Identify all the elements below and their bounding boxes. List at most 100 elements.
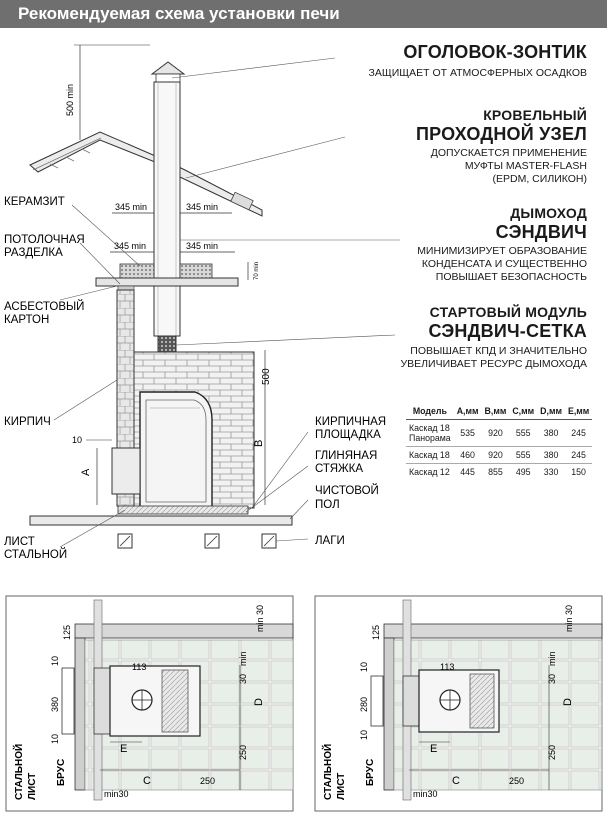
plan-left-sheet-1: СТАЛЬНОЙ	[12, 744, 25, 800]
dimension-lines	[74, 44, 266, 505]
plan-left-top-dim: 125	[62, 625, 72, 640]
value-cell: 920	[481, 446, 510, 464]
plan-left-side-10a: 10	[50, 656, 60, 666]
col-d: D,мм	[537, 403, 565, 420]
plan-right-dim-d: D	[562, 698, 574, 706]
roof-left-slope	[29, 131, 161, 173]
section-caption-chimney-3: ПОВЫШАЕТ БЕЗОПАСНОСТЬ	[435, 271, 587, 283]
stove-body	[111, 391, 213, 511]
section-title-roof-2: ПРОХОДНОЙ УЗЕЛ	[416, 124, 587, 144]
value-cell: 330	[543, 467, 559, 477]
section-title-start-1: СТАРТОВЫЙ МОДУЛЬ	[429, 304, 587, 320]
value-cell: 445	[460, 467, 475, 477]
dim-b: B	[253, 440, 265, 447]
label-steel-1: ЛИСТ	[4, 536, 35, 548]
spec-table: Модель A,мм B,мм C,мм D,мм E,мм Каскад 1…	[406, 403, 593, 481]
plan-left-top-right-dim: min 30	[255, 605, 265, 632]
dim-10: 10	[72, 435, 82, 445]
section-caption-start-2: УВЕЛИЧИВАЕТ РЕСУРС ДЫМОХОДА	[400, 358, 587, 370]
table-row: Каскад 18 460 920 555 380 245	[406, 446, 593, 464]
ceiling-pass	[95, 263, 239, 291]
plan-left-bottom-min: min30	[104, 789, 129, 799]
plan-left-side-380: 380	[50, 697, 60, 712]
plan-right-dim-250b: 250	[509, 776, 524, 786]
section-title-roof-1: КРОВЕЛЬНЫЙ	[483, 107, 587, 123]
chimney-cap-umbrella	[150, 57, 336, 83]
col-model: Модель	[406, 403, 454, 420]
label-keramzit: КЕРАМЗИТ	[4, 196, 65, 208]
plan-right-sheet-2: ЛИСТ	[336, 773, 347, 800]
section-title-chimney-1: ДЫМОХОД	[510, 205, 587, 221]
value-cell: 380	[537, 419, 565, 447]
spec-header-row: Модель A,мм B,мм C,мм D,мм E,мм	[406, 403, 593, 420]
label-platform-1: КИРПИЧНАЯ	[315, 416, 386, 428]
dim-ceiling-clear-right: 345 min	[186, 241, 218, 251]
label-ceiling-2: РАЗДЕЛКА	[4, 247, 63, 259]
dim-roof-height: 500 min	[65, 84, 75, 116]
label-brick: КИРПИЧ	[4, 416, 51, 428]
model-cell: Каскад 12	[409, 467, 450, 477]
plan-right-side-280: 280	[359, 697, 369, 712]
section-caption-chimney-1: МИНИМИЗИРУЕТ ОБРАЗОВАНИЕ	[417, 245, 587, 257]
plan-right-sheet-1: СТАЛЬНОЙ	[321, 744, 334, 800]
label-asbestos-1: АСБЕСТОВЫЙ	[4, 300, 84, 313]
value-cell: 920	[481, 419, 510, 447]
section-caption-cap: ЗАЩИЩАЕТ ОТ АТМОСФЕРНЫХ ОСАДКОВ	[368, 67, 587, 79]
col-a: A,мм	[453, 403, 482, 420]
plan-right-right-30: 30	[547, 674, 557, 684]
plan-right-dim-e: E	[430, 743, 437, 755]
dim-roof-clear-right: 345 min	[186, 202, 218, 212]
plan-right-hole-dim: 113	[440, 662, 454, 672]
plan-right-top-dim: 125	[371, 625, 381, 640]
col-b: B,мм	[481, 403, 510, 420]
value-cell: 245	[564, 419, 593, 447]
dim-ceiling-clear-left: 345 min	[114, 241, 146, 251]
plan-left-right-30: 30	[238, 674, 248, 684]
dim-a: A	[80, 468, 92, 476]
plan-left-dim-e: E	[120, 743, 127, 755]
label-platform-2: ПЛОЩАДКА	[315, 429, 381, 441]
table-row: Каскад 12 445 855 495 330 150	[406, 464, 592, 481]
plan-right-dim-c: C	[452, 775, 460, 787]
value-cell: 150	[571, 467, 586, 477]
label-asbestos-2: КАРТОН	[4, 314, 49, 326]
plan-left-dim-250r: 250	[238, 745, 248, 760]
section-caption-roof-1: ДОПУСКАЕТСЯ ПРИМЕНЕНИЕ	[430, 147, 587, 159]
label-joists: ЛАГИ	[315, 535, 345, 547]
model-line: Каскад 18	[409, 423, 450, 433]
section-caption-start-1: ПОВЫШАЕТ КПД И ЗНАЧИТЕЛЬНО	[410, 345, 587, 357]
label-clay-2: СТЯЖКА	[315, 463, 363, 475]
value-cell: 495	[515, 467, 531, 477]
value-cell: 460	[453, 446, 482, 464]
plan-right-right-min: min	[547, 651, 557, 666]
value-cell: 555	[509, 446, 538, 464]
col-e: E,мм	[564, 403, 593, 420]
value-cell: 380	[537, 446, 565, 464]
label-floor-2: ПОЛ	[315, 499, 340, 511]
plan-left-dim-c: C	[143, 775, 151, 787]
plan-left-beam: БРУС	[56, 759, 67, 786]
page-title: Рекомендуемая схема установки печи	[18, 4, 340, 23]
plan-left-hole-dim: 113	[132, 662, 146, 672]
section-caption-roof-2: МУФТЫ MASTER-FLASH	[464, 160, 587, 172]
plan-right-side-10a: 10	[359, 662, 369, 672]
value-cell: 535	[453, 419, 482, 447]
floor-layers	[29, 505, 293, 549]
value-cell: 555	[509, 419, 538, 447]
plan-right-dim-250r: 250	[547, 745, 557, 760]
plan-right-bottom-min: min30	[413, 789, 438, 799]
value-cell: 245	[564, 446, 593, 464]
plan-left-side-10b: 10	[50, 734, 60, 744]
section-title-start-2: СЭНДВИЧ-СЕТКА	[428, 321, 587, 341]
plan-left-right-min: min	[238, 651, 248, 666]
plan-right-side-10b: 10	[359, 730, 369, 740]
col-c: C,мм	[509, 403, 538, 420]
plan-left-dim-250b: 250	[200, 776, 215, 786]
dim-ceiling-gap: 70 min	[254, 262, 260, 280]
plan-right	[314, 595, 603, 812]
section-title-cap: ОГОЛОВОК-ЗОНТИК	[403, 42, 587, 62]
label-ceiling-1: ПОТОЛОЧНАЯ	[4, 234, 85, 246]
dim-roof-clear-left: 345 min	[115, 202, 147, 212]
